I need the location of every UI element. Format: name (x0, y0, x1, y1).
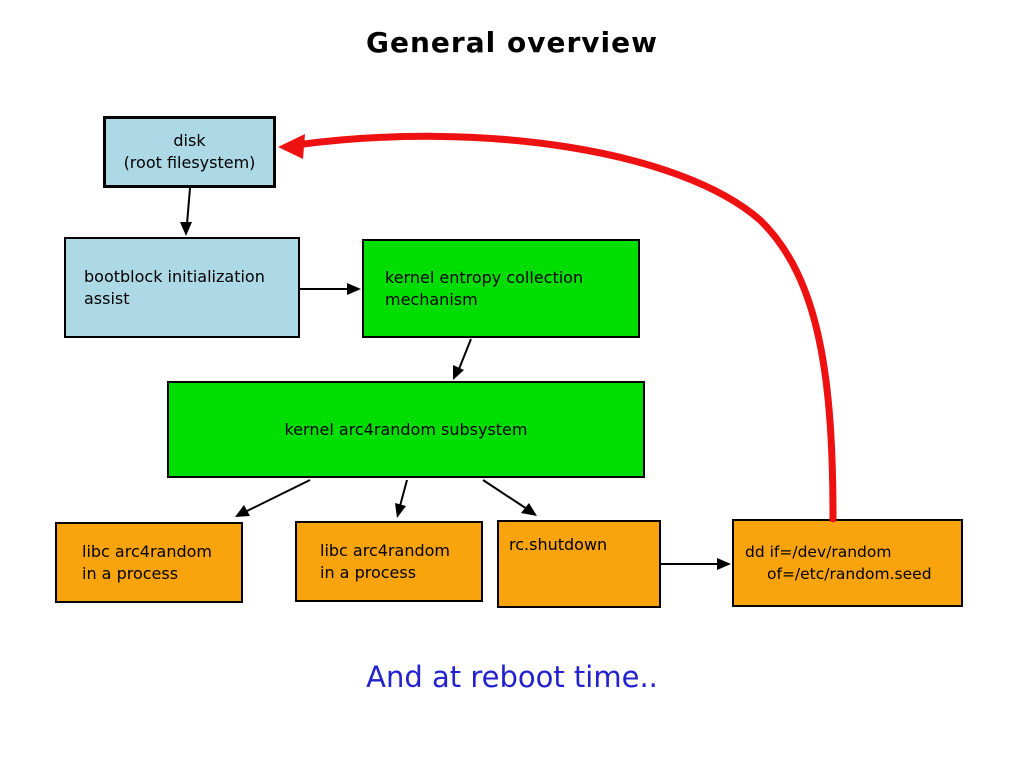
arrow-arc4random-to-libc1 (235, 479, 311, 517)
node-libc1-line1: libc arc4random (82, 541, 212, 561)
node-dd-line1: dd if=/dev/random (745, 543, 892, 561)
node-rcshutdown-line1: rc.shutdown (509, 535, 608, 554)
node-entropy-line2: mechanism (385, 289, 478, 309)
node-kernel-arc4random-subsystem: kernel arc4random subsystem (167, 381, 645, 478)
arrow-arc4random-to-libc2 (395, 479, 408, 518)
node-entropy-line1: kernel entropy collection (385, 267, 584, 287)
node-arc4-line1: kernel arc4random subsystem (284, 419, 528, 439)
page-title: General overview (366, 26, 658, 59)
node-disk: disk (root filesystem) (103, 116, 276, 188)
node-dd-line2: of=/etc/random.seed (767, 565, 932, 583)
node-disk-line1: disk (173, 131, 206, 150)
node-libc1-line2: in a process (82, 563, 179, 583)
node-dd-random-seed: dd if=/dev/random of=/etc/random.seed (732, 519, 963, 607)
arrow-disk-to-bootblock (180, 187, 192, 236)
footer-note: And at reboot time.. (366, 660, 658, 694)
node-rc-shutdown: rc.shutdown (497, 520, 661, 608)
node-bootblock-line2: assist (84, 288, 130, 308)
node-bootblock-initialization-assist: bootblock initialization assist (64, 237, 300, 338)
node-disk-line2: (root filesystem) (123, 153, 256, 172)
arrow-arc4random-to-rcshutdown (482, 479, 537, 516)
arrow-rcshutdown-to-dd (661, 558, 731, 570)
node-libc2-line1: libc arc4random (320, 540, 450, 560)
arrow-bootblock-to-entropy (300, 283, 361, 295)
node-libc-arc4random-2: libc arc4random in a process (295, 521, 483, 602)
node-kernel-entropy-collection: kernel entropy collection mechanism (362, 239, 640, 338)
node-bootblock-line1: bootblock initialization (84, 266, 265, 286)
node-libc-arc4random-1: libc arc4random in a process (55, 522, 243, 603)
node-libc2-line2: in a process (320, 562, 417, 582)
arrow-entropy-to-arc4random (453, 338, 472, 380)
